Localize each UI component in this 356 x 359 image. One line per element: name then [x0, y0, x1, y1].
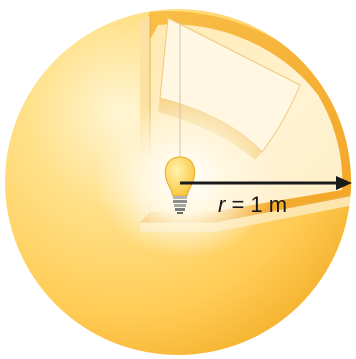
radius-value: = 1 m [225, 192, 287, 217]
radius-label: r = 1 m [218, 192, 287, 217]
